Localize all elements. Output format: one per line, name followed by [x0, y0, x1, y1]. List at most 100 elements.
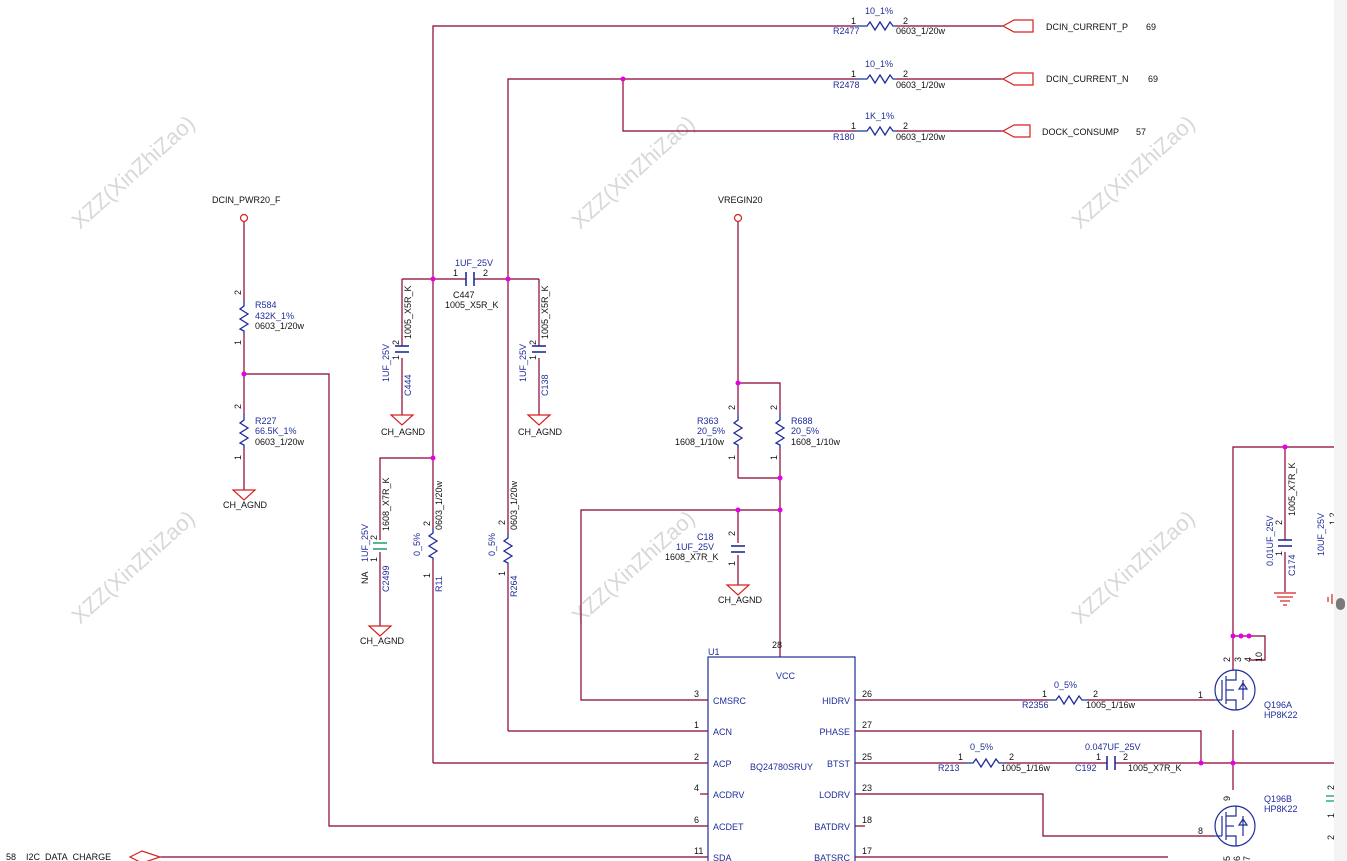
svg-text:1005_1/16w: 1005_1/16w — [1001, 763, 1051, 773]
ground-chassis-partial-icon — [1327, 594, 1333, 604]
svg-text:0_5%: 0_5% — [970, 742, 993, 752]
junctions — [241, 76, 1288, 766]
ic-pin-label-acdrv: ACDRV — [713, 790, 744, 800]
ic-pin-label-batdrv: BATDRV — [814, 822, 850, 832]
svg-text:0_5%: 0_5% — [412, 533, 422, 556]
svg-text:2: 2 — [903, 16, 908, 26]
resistor-r2477[interactable]: 10_1% 1 2 R2477 0603_1/20w — [833, 6, 946, 36]
resistor-r213[interactable]: 0_5% 1 2 R213 1005_1/16w — [938, 742, 1051, 773]
svg-text:2: 2 — [1326, 785, 1334, 790]
svg-text:Q196B: Q196B — [1264, 794, 1292, 804]
ic-pin-number: 6 — [694, 815, 699, 825]
resistor-r264[interactable]: 2 1 0_5% 0603_1/20w R264 — [487, 480, 519, 597]
port-dcin-current-p[interactable]: DCIN_CURRENT_P 69 — [1001, 19, 1156, 33]
svg-text:2: 2 — [391, 340, 401, 345]
svg-text:0603_1/20w: 0603_1/20w — [896, 132, 946, 142]
watermark-layer: XZZ(XinZhiZao) XZZ(XinZhiZao) XZZ(XinZhi… — [67, 110, 1200, 628]
svg-text:2: 2 — [422, 521, 432, 526]
svg-text:1UF_25V: 1UF_25V — [518, 344, 528, 382]
mosfet-q196a[interactable]: 2 3 4 10 1 Q196A HP8K22 — [1198, 652, 1298, 720]
svg-text:10: 10 — [1254, 652, 1264, 662]
svg-text:R688: R688 — [791, 416, 813, 426]
ic-pin-number: 17 — [862, 846, 872, 856]
svg-text:1: 1 — [1274, 551, 1284, 556]
svg-text:0.01UF_25V: 0.01UF_25V — [1265, 515, 1275, 566]
capacitor-c174[interactable]: 2 1 0.01UF_25V 1005_X7R_K C174 — [1265, 462, 1297, 576]
svg-text:0603_1/20w: 0603_1/20w — [434, 480, 444, 530]
svg-text:NA: NA — [360, 571, 370, 584]
svg-text:2: 2 — [1274, 520, 1284, 525]
svg-text:1: 1 — [727, 561, 737, 566]
svg-text:C447: C447 — [453, 290, 475, 300]
svg-text:1005_X7R_K: 1005_X7R_K — [1287, 462, 1297, 516]
mosfet-q196b[interactable]: 9 8 5 6 7 Q196B HP8K22 — [1198, 794, 1298, 861]
svg-text:R11: R11 — [434, 576, 444, 592]
svg-text:2: 2 — [497, 520, 507, 525]
svg-text:2: 2 — [1222, 657, 1232, 662]
ic-pin-label-btst: BTST — [827, 759, 851, 769]
svg-text:6: 6 — [1232, 856, 1242, 861]
svg-text:1608_1/10w: 1608_1/10w — [675, 437, 725, 447]
svg-text:7: 7 — [1242, 856, 1252, 861]
svg-text:2: 2 — [233, 404, 243, 409]
svg-text:66.5K_1%: 66.5K_1% — [255, 426, 297, 436]
svg-text:1UF_25V: 1UF_25V — [455, 258, 493, 268]
resistor-r11[interactable]: 2 1 0_5% 0603_1/20w R11 — [412, 480, 444, 592]
resistor-r227[interactable]: 2 1 R227 66.5K_1% 0603_1/20w — [233, 404, 305, 460]
svg-text:1005_X5R_K: 1005_X5R_K — [403, 285, 413, 339]
capacitor-partial-right[interactable]: 10UF_25V 1 2 — [1316, 512, 1334, 556]
capacitor-c2499[interactable]: 2 1 1UF_25V NA 1608_X7R_K C2499 — [360, 477, 391, 592]
resistor-r688[interactable]: 2 1 R688 20_5% 1608_1/10w — [769, 405, 841, 460]
svg-text:1005_X7R_K: 1005_X7R_K — [1128, 763, 1182, 773]
resistor-r180[interactable]: 1K_1% 1 2 R180 0603_1/20w — [833, 111, 946, 142]
svg-text:69: 69 — [1146, 22, 1156, 32]
svg-text:5: 5 — [1222, 856, 1232, 861]
capacitor-c192[interactable]: 0.047UF_25V 1 2 C192 1005_X7R_K — [1075, 742, 1182, 773]
capacitor-c444[interactable]: 2 1 1UF_25V 1005_X5R_K C444 — [381, 285, 413, 396]
power-pin-dcin-pwr20-f[interactable]: DCIN_PWR20_F — [212, 195, 281, 223]
watermark: XZZ(XinZhiZao) — [567, 110, 700, 233]
svg-text:0603_1/20w: 0603_1/20w — [255, 321, 305, 331]
ground-chassis-icon — [1274, 592, 1296, 606]
svg-text:0603_1/20w: 0603_1/20w — [255, 437, 305, 447]
vertical-scrollbar[interactable] — [1334, 0, 1347, 861]
ic-pin-label-hidrv: HIDRV — [822, 696, 850, 706]
ic-u1[interactable]: U1 VCC 28 BQ24780SRUY 3CMSRC1ACN2ACP4ACD… — [694, 640, 872, 861]
svg-text:1: 1 — [453, 268, 458, 278]
resistor-r363[interactable]: 2 1 R363 20_5% 1608_1/10w — [675, 405, 744, 460]
resistor-r584[interactable]: 2 1 R584 432K_1% 0603_1/20w — [233, 290, 305, 345]
svg-text:8: 8 — [1198, 826, 1203, 836]
svg-text:1: 1 — [369, 557, 379, 562]
svg-text:1 2: 1 2 — [1328, 512, 1334, 525]
svg-text:R180: R180 — [833, 132, 855, 142]
resistor-r2478[interactable]: 10_1% 1 2 R2478 0603_1/20w — [833, 59, 946, 90]
svg-text:10UF_25V: 10UF_25V — [1316, 513, 1326, 556]
port-i2c-data-charge[interactable]: 58 I2C_DATA_CHARGE — [6, 850, 162, 861]
ic-pin-number: 3 — [694, 689, 699, 699]
svg-text:58: 58 — [6, 852, 16, 861]
svg-text:69: 69 — [1148, 74, 1158, 84]
scrollbar-thumb[interactable] — [1336, 598, 1345, 610]
port-dcin-current-n[interactable]: DCIN_CURRENT_N 69 — [1001, 72, 1158, 86]
ic-pin-label-sda: SDA — [713, 853, 732, 861]
svg-text:0_5%: 0_5% — [1054, 680, 1077, 690]
ground-ch-agnd: CH_AGND — [381, 414, 426, 437]
port-dock-consump[interactable]: DOCK_CONSUMP 57 — [1001, 124, 1146, 138]
ic-pin-label-batsrc: BATSRC — [814, 853, 850, 861]
capacitor-c18[interactable]: 2 1 C18 1UF_25V 1608_X7R_K — [665, 531, 745, 566]
capacitor-c447[interactable]: 1UF_25V 1 2 C447 1005_X5R_K — [445, 258, 499, 310]
ic-pin-label-acn: ACN — [713, 727, 732, 737]
watermark: XZZ(XinZhiZao) — [567, 505, 700, 628]
capacitor-c138[interactable]: 2 1 1UF_25V 1005_X5R_K C138 — [518, 285, 550, 396]
svg-text:CH_AGND: CH_AGND — [223, 500, 268, 510]
svg-text:2: 2 — [1326, 835, 1334, 840]
svg-text:1: 1 — [1096, 752, 1101, 762]
svg-text:1: 1 — [233, 455, 243, 460]
ground-ch-agnd: CH_AGND — [360, 625, 405, 646]
svg-text:1: 1 — [851, 16, 856, 26]
resistor-r2356[interactable]: 0_5% 1 2 R2356 1005_1/16w — [1022, 680, 1136, 710]
power-pin-vregin20[interactable]: VREGIN20 — [718, 195, 763, 223]
wires — [160, 25, 1334, 858]
